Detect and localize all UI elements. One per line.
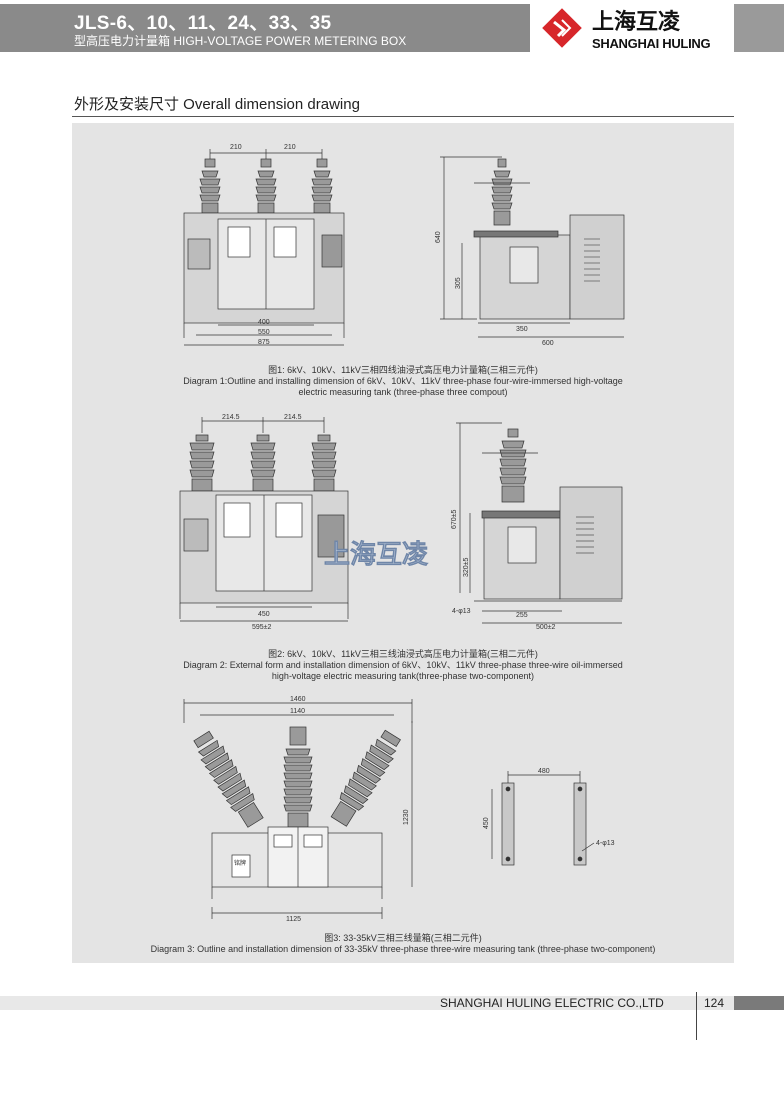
dim-3-1140: 1140 xyxy=(290,708,305,715)
dim-3-hole: 4-φ13 xyxy=(596,840,615,847)
dim-1-305: 305 xyxy=(455,277,462,289)
diagram-2-caption-cn: 图2: 6kV、10kV、11kV三相三线油浸式高压电力计量箱(三相二元件) xyxy=(268,649,538,659)
diagram-3-caption-cn: 图3: 33-35kV三相三线量箱(三相二元件) xyxy=(324,933,482,943)
footer-company-name: SHANGHAI HULING ELECTRIC CO.,LTD xyxy=(440,996,664,1010)
diagram-1-front-view: 210 210 400 550 875 xyxy=(183,144,345,346)
diagram-2-side-view: 670±5 320±5 4-φ13 255 500±2 xyxy=(451,422,623,631)
dim-2-2145b: 214.5 xyxy=(284,414,302,421)
dim-3-450: 450 xyxy=(483,817,490,829)
dim-2-255: 255 xyxy=(516,612,528,619)
dim-1-210a: 210 xyxy=(230,144,242,151)
diagram-1-caption-en-2: electric measuring tank (three-phase thr… xyxy=(298,387,508,397)
diagram-3-caption: 图3: 33-35kV三相三线量箱(三相二元件) Diagram 3: Outl… xyxy=(72,933,734,955)
dim-2-595: 595±2 xyxy=(252,624,272,631)
footer-band xyxy=(0,996,784,1010)
dim-1-400: 400 xyxy=(258,319,270,326)
dim-1-210b: 210 xyxy=(284,144,296,151)
diagram-1-caption: 图1: 6kV、10kV、11kV三相四线油浸式高压电力计量箱(三相三元件) D… xyxy=(72,365,734,398)
header-right-tab xyxy=(734,4,784,52)
logo-english-text: SHANGHAI HULING xyxy=(592,36,711,51)
diagram-1-side-view: 640 305 350 600 xyxy=(435,156,625,347)
footer-dark-tab xyxy=(734,996,784,1010)
section-title: 外形及安装尺寸 Overall dimension drawing xyxy=(74,96,360,113)
diagram-2-caption-en-2: high-voltage electric measuring tank(thr… xyxy=(271,671,535,681)
section-divider xyxy=(72,116,734,117)
diagram-2-caption-en-1: Diagram 2: External form and installatio… xyxy=(183,660,623,670)
dim-3-1460: 1460 xyxy=(290,696,306,703)
dim-3-480: 480 xyxy=(538,768,550,775)
diagram-3-mounting-plan: 480 450 4-φ13 xyxy=(483,768,615,866)
dim-2-2145a: 214.5 xyxy=(222,414,240,421)
product-subtitle: 型高压电力计量箱 HIGH-VOLTAGE POWER METERING BOX xyxy=(74,34,407,48)
dim-3-1230: 1230 xyxy=(403,809,410,825)
diagram-3-caption-en-1: Diagram 3: Outline and installation dime… xyxy=(150,944,656,954)
diagram-1-caption-en-1: Diagram 1:Outline and installing dimensi… xyxy=(183,376,623,386)
dim-2-hole: 4-φ13 xyxy=(452,608,471,615)
nameplate-label: 铭牌 xyxy=(234,859,246,867)
logo-chinese-text: 上海互凌 xyxy=(592,10,681,35)
dim-2-500: 500±2 xyxy=(536,624,556,631)
dim-1-600: 600 xyxy=(542,340,554,347)
watermark-text: 上海互凌 xyxy=(324,539,429,569)
dim-1-550: 550 xyxy=(258,329,270,336)
drawing-panel: 210 210 400 550 875 640 305 xyxy=(72,123,734,963)
dim-2-450: 450 xyxy=(258,611,270,618)
dim-3-1125: 1125 xyxy=(286,916,301,923)
diagram-2-front-view: 214.5 214.5 450 595±2 xyxy=(179,414,349,631)
product-title: JLS-6、10、11、24、33、35 xyxy=(74,13,332,34)
page-number: 124 xyxy=(704,996,725,1010)
diagram-1-caption-cn: 图1: 6kV、10kV、11kV三相四线油浸式高压电力计量箱(三相三元件) xyxy=(268,365,538,375)
footer-divider xyxy=(696,992,697,1040)
dim-2-670: 670±5 xyxy=(451,509,458,529)
dim-1-875: 875 xyxy=(258,339,270,346)
diagram-2-caption: 图2: 6kV、10kV、11kV三相三线油浸式高压电力计量箱(三相二元件) D… xyxy=(72,649,734,682)
dim-1-350: 350 xyxy=(516,326,528,333)
dim-2-320: 320±5 xyxy=(463,557,470,577)
logo-diamond-icon xyxy=(542,8,582,48)
dim-1-640: 640 xyxy=(435,231,442,243)
diagram-3-front-view: 1460 1140 铭牌 1125 1230 xyxy=(183,696,413,923)
company-logo: 上海互凌 SHANGHAI HULING xyxy=(530,0,734,58)
